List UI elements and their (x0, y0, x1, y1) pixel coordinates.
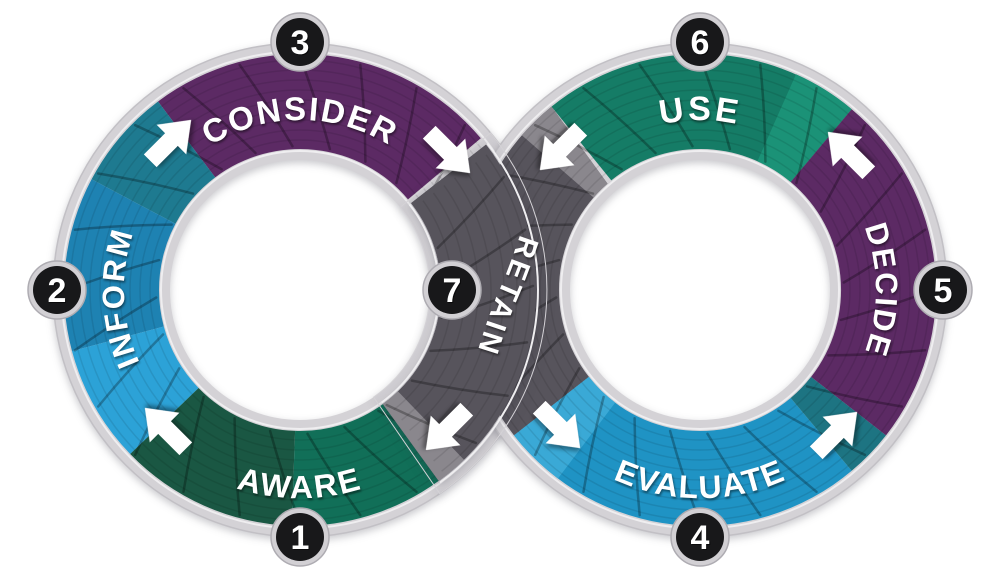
badge-4-core (676, 513, 724, 561)
badge-2-number: 2 (48, 272, 67, 310)
rope-texture (533, 123, 623, 171)
rope-texture (343, 425, 418, 494)
badge-7: 7 (422, 260, 482, 320)
rope-texture (743, 425, 818, 494)
right-loop-inner-gap (560, 150, 840, 430)
rope-texture (819, 123, 867, 213)
badge-4-number: 4 (691, 519, 710, 557)
badge-2-core (33, 266, 81, 314)
badge-3: 3 (270, 12, 330, 72)
rope-texture (549, 139, 851, 441)
badge-6-core (676, 18, 724, 66)
badge-3-number: 3 (291, 24, 310, 62)
label-use: USE (656, 90, 744, 132)
segment-inform (63, 179, 176, 352)
rope-texture (539, 129, 861, 451)
rope-texture (182, 86, 257, 155)
rope-texture (182, 395, 205, 494)
rope-texture (73, 223, 173, 231)
rope-texture (777, 409, 867, 457)
rope-texture (638, 63, 694, 148)
badge-1-number: 1 (291, 519, 310, 557)
rope-texture (96, 172, 195, 195)
badge-3-core (276, 18, 324, 66)
rope-texture (759, 63, 767, 163)
rope-texture (441, 154, 531, 472)
retain-band-outer-gap (439, 142, 539, 484)
rope-texture (410, 379, 509, 398)
retain-band-rim (372, 132, 548, 495)
badge-6-number: 6 (691, 24, 710, 62)
rope-texture (409, 184, 479, 431)
rope-texture (433, 162, 518, 462)
segment-consider (158, 53, 481, 200)
rope-texture (429, 341, 529, 353)
rope-texture (706, 432, 762, 517)
segment-use-bright (757, 74, 852, 182)
right-loop-rope-seams (465, 55, 935, 525)
rope-texture (395, 86, 418, 185)
rope-texture (582, 395, 605, 494)
badge-5: 5 (913, 260, 973, 320)
badge-4: 4 (670, 507, 730, 567)
segment-inform-light (72, 326, 199, 454)
rope-texture (96, 333, 165, 408)
rope-texture (436, 175, 506, 250)
badge-1: 1 (270, 507, 330, 567)
segment-decide (790, 109, 937, 436)
badge-7-core (428, 266, 476, 314)
rope-texture (306, 432, 362, 517)
rope-texture (633, 417, 641, 517)
rope-texture (359, 63, 367, 163)
rope-texture (238, 63, 294, 148)
badge-5-core (919, 266, 967, 314)
rope-texture (842, 228, 927, 284)
segment-retain-band-light (382, 391, 464, 481)
rope-texture (795, 86, 818, 185)
badge-1-core (276, 513, 324, 561)
badge-2: 2 (27, 260, 87, 320)
rope-texture (417, 177, 492, 442)
rope-texture (835, 172, 904, 247)
rope-texture (233, 417, 241, 517)
stage-badges: 1 2 3 4 5 6 7 (27, 12, 973, 567)
rope-texture (827, 349, 927, 357)
badge-7-number: 7 (443, 272, 462, 310)
badge-5-number: 5 (934, 272, 953, 310)
rope-texture (805, 385, 904, 408)
rope-texture (582, 86, 657, 155)
right-loop (452, 42, 948, 538)
segment-aware-bright (291, 404, 439, 526)
rope-texture (73, 296, 158, 352)
badge-6: 6 (670, 12, 730, 72)
